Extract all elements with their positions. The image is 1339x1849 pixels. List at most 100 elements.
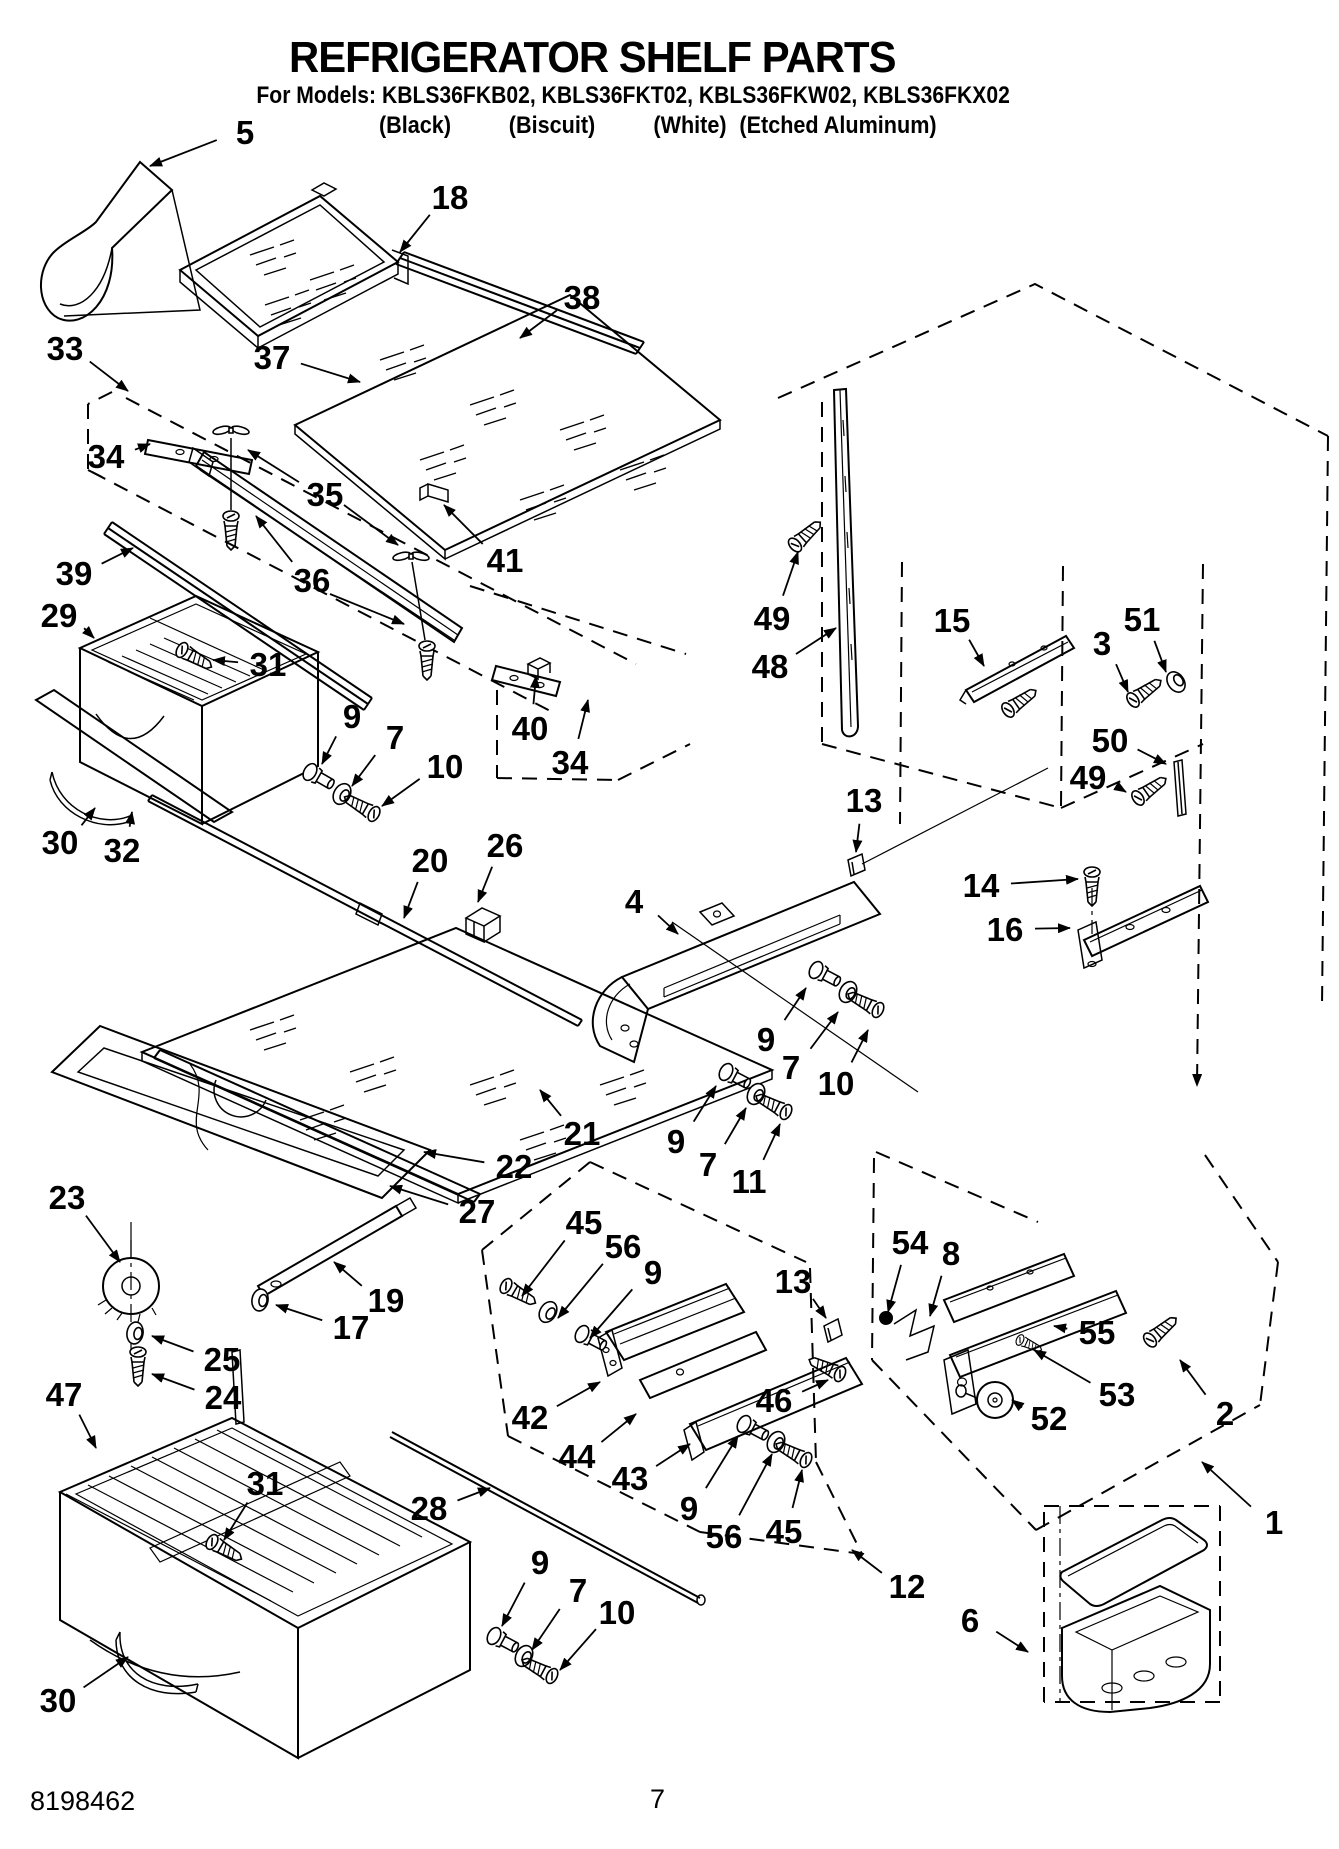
- callout-label: 10: [599, 1594, 636, 1631]
- part-15-rail: [958, 634, 1076, 705]
- callout-7: 7: [699, 1107, 747, 1183]
- callout-label: 1: [1265, 1504, 1283, 1541]
- callout-label: 4: [625, 883, 644, 920]
- callout-leader: [850, 1029, 869, 1063]
- glass-hatch: [519, 484, 567, 521]
- callout-label: 7: [386, 719, 404, 756]
- callout-label: 23: [49, 1179, 86, 1216]
- part-8-bracket: [893, 1308, 936, 1361]
- part-44-plate: [638, 1330, 768, 1400]
- glass-hatch: [419, 444, 467, 481]
- glass-hatch: [559, 414, 607, 451]
- callout-leader: [705, 1435, 739, 1489]
- callout-2: 2: [1179, 1359, 1234, 1432]
- glass-hatch: [349, 1056, 397, 1093]
- callout-label: 17: [333, 1309, 370, 1346]
- shoulder-stud-icon: [486, 1626, 520, 1653]
- part-37-glass: [293, 293, 722, 561]
- callout-9: 9: [501, 1544, 549, 1627]
- screw-icon: [222, 510, 240, 552]
- callout-7: 7: [531, 1572, 587, 1651]
- callout-54: 54: [886, 1224, 929, 1313]
- callout-label: 25: [204, 1341, 241, 1378]
- callout-leader: [1011, 1399, 1025, 1412]
- screw-icon: [1131, 776, 1167, 806]
- callout-label: 15: [934, 602, 971, 639]
- part-52-roller: [955, 1381, 1014, 1419]
- callout-label: 42: [512, 1399, 549, 1436]
- callout-leader: [801, 1379, 829, 1393]
- leader-line: [343, 504, 399, 546]
- callout-label: 16: [987, 911, 1024, 948]
- callout-7: 7: [782, 1011, 839, 1086]
- callout-34: 34: [552, 699, 590, 781]
- callout-47: 47: [46, 1376, 97, 1449]
- callout-leader: [78, 1414, 97, 1449]
- callout-38: 38: [519, 279, 600, 339]
- callout-label: 6: [961, 1602, 979, 1639]
- part-29-bin: [77, 594, 321, 826]
- callout-31: 31: [212, 646, 286, 683]
- screw-icon: [1083, 866, 1101, 908]
- glass-hatch: [299, 1104, 347, 1141]
- callout-label: 41: [487, 542, 524, 579]
- callout-leader: [1115, 663, 1129, 693]
- shoulder-stud-icon: [736, 1414, 770, 1441]
- callout-26: 26: [477, 827, 523, 903]
- part-42-channel: [597, 1282, 746, 1378]
- center-lines: [130, 888, 1093, 1702]
- callout-leader: [600, 1413, 637, 1443]
- part-21-glass: [139, 926, 775, 1205]
- callout-label: 52: [1031, 1400, 1068, 1437]
- callout-leader: [247, 449, 300, 483]
- part-54-clip: [879, 1311, 893, 1325]
- callout-9: 9: [321, 698, 361, 765]
- shoulder-stud-icon: [574, 1324, 608, 1351]
- part-26-clip: [464, 907, 502, 944]
- callout-leader: [477, 866, 493, 903]
- callout-label: 32: [104, 832, 141, 869]
- part-32-panel: [34, 688, 234, 824]
- callout-label: 2: [1216, 1395, 1234, 1432]
- callout-label: 13: [775, 1263, 812, 1300]
- callout-leader: [995, 1630, 1029, 1653]
- callout-leader: [443, 504, 484, 545]
- callout-44: 44: [559, 1413, 637, 1475]
- part-50-strip: [1173, 759, 1187, 817]
- projection-line: [671, 921, 919, 1093]
- callout-label: 24: [205, 1379, 242, 1416]
- part-36-rail: [188, 446, 464, 644]
- callout-23: 23: [49, 1179, 121, 1263]
- callout-leader: [83, 1656, 129, 1689]
- callout-label: 7: [782, 1049, 800, 1086]
- callout-15: 15: [934, 602, 985, 667]
- grommet-icon: [251, 1288, 269, 1312]
- screw-icon: [808, 1356, 847, 1383]
- callout-leader: [81, 626, 95, 639]
- screw-icon: [205, 1533, 243, 1562]
- callout-leader: [812, 1298, 827, 1319]
- callout-label: 9: [343, 698, 361, 735]
- callout-label: 37: [254, 339, 291, 376]
- callout-label: 33: [47, 330, 84, 367]
- callout-leader: [577, 699, 590, 740]
- part-28-rod: [389, 1431, 706, 1606]
- glass-hatch: [519, 1124, 567, 1161]
- callout-label: 19: [368, 1282, 405, 1319]
- callout-leader: [521, 1239, 566, 1297]
- callout-leader: [531, 1608, 561, 1651]
- callout-leader: [381, 778, 421, 807]
- callout-leader: [738, 1453, 773, 1516]
- callout-leader: [1179, 1359, 1207, 1396]
- callout-label: 36: [294, 562, 331, 599]
- callout-label: 9: [531, 1544, 549, 1581]
- finish-label-black: (Black): [378, 112, 452, 139]
- part-20-rail: [147, 794, 583, 1027]
- part-30-trim-lower: [115, 1631, 199, 1695]
- callout-30: 30: [42, 807, 96, 861]
- callout-5: 5: [149, 114, 254, 167]
- part-30-trim-upper: [49, 771, 131, 826]
- callout-label: 29: [41, 597, 78, 634]
